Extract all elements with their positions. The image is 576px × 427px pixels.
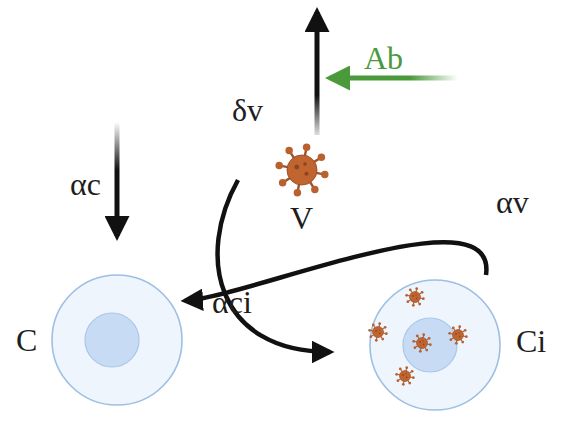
- node-label: Ci: [516, 325, 546, 357]
- infected-cell: [370, 280, 500, 410]
- rate-label: αv: [496, 186, 529, 218]
- rate-label: δv: [232, 94, 263, 126]
- node-label: V: [290, 202, 313, 234]
- infected-cell-node: Ci: [330, 275, 570, 415]
- virus-icon: [275, 143, 328, 196]
- inner-virus: [368, 322, 387, 341]
- rate-label: αc: [70, 168, 101, 200]
- inner-virus: [448, 325, 467, 344]
- inner-virus: [405, 287, 424, 306]
- cell-body: [52, 275, 182, 405]
- virus-node: V: [238, 138, 366, 238]
- flow-arrow: [218, 180, 330, 352]
- decay-arrow: [315, 12, 320, 135]
- cell-node: C: [10, 270, 185, 410]
- rate-label: αci: [212, 286, 252, 318]
- antibody-label: Ab: [364, 42, 403, 74]
- node-label: C: [16, 324, 37, 356]
- production-arrow: [115, 122, 120, 236]
- antibody-arrow: [330, 76, 458, 81]
- inner-virus: [412, 333, 431, 352]
- inner-virus: [395, 366, 414, 385]
